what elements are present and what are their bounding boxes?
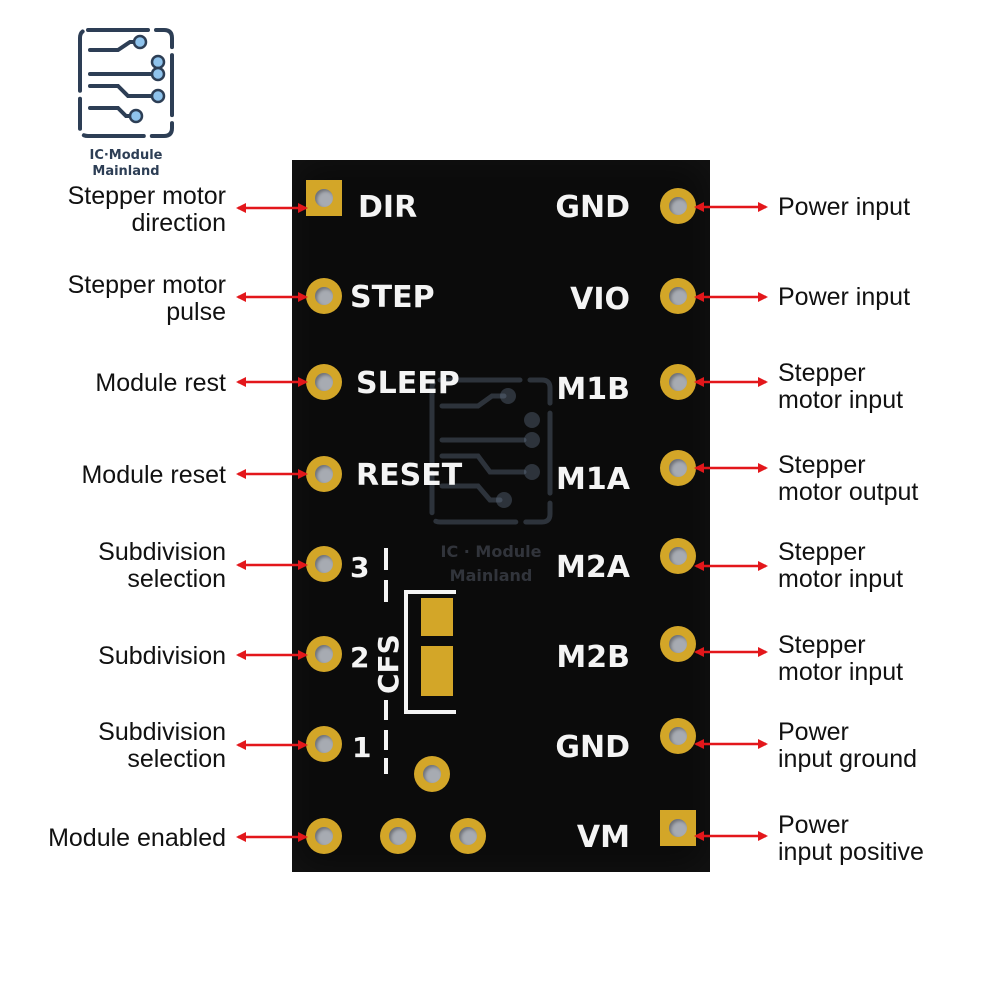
silk-m1b: M1B <box>556 372 630 407</box>
pad-extra-c <box>450 818 486 854</box>
pad-enable <box>306 818 342 854</box>
pad-reset <box>306 456 342 492</box>
watermark-text-1: IC · Module <box>440 542 542 561</box>
pad-cfs3 <box>306 546 342 582</box>
silk-gnd-2: GND <box>555 730 630 765</box>
pad-gnd-1 <box>660 188 696 224</box>
circuit-logo-icon <box>78 28 174 138</box>
silk-vm: VM <box>576 820 630 855</box>
pad-sleep <box>306 364 342 400</box>
logo-line-2: Mainland <box>92 164 160 179</box>
label-cfs3: Subdivision selection <box>98 538 226 593</box>
pad-m1b <box>660 364 696 400</box>
label-gnd-1: Power input <box>778 193 911 221</box>
silk-vio: VIO <box>570 282 630 317</box>
silk-step: STEP <box>350 280 435 315</box>
pcb-board <box>292 160 710 872</box>
cfs-dash <box>384 548 388 570</box>
pad-dir <box>306 180 342 216</box>
pad-step <box>306 278 342 314</box>
silk-sleep: SLEEP <box>356 366 460 401</box>
pad-m1a <box>660 450 696 486</box>
label-reset: Module reset <box>81 461 226 489</box>
label-step: Stepper motor pulse <box>67 271 226 326</box>
label-vm: Power input positive <box>778 811 924 866</box>
label-enable: Module enabled <box>48 824 226 852</box>
pad-extra-a <box>414 756 450 792</box>
silk-m1a: M1A <box>556 462 630 497</box>
cfs-dash <box>384 700 388 720</box>
cfs-dash <box>384 580 388 602</box>
jumper-bracket <box>404 590 456 714</box>
pad-vm <box>660 810 696 846</box>
silk-m2b: M2B <box>556 640 630 675</box>
pad-m2b <box>660 626 696 662</box>
silk-cfs3: 3 <box>350 551 370 584</box>
label-cfs2: Subdivision <box>98 642 226 670</box>
pad-vio <box>660 278 696 314</box>
silk-cfs2: 2 <box>350 641 370 674</box>
silk-dir: DIR <box>358 190 418 225</box>
cfs-dash <box>384 758 388 774</box>
label-gnd-2: Power input ground <box>778 718 918 773</box>
jumper-pad-top <box>421 598 453 636</box>
jumper-pad-bottom <box>421 646 453 696</box>
pad-cfs2 <box>306 636 342 672</box>
brand-logo: IC·Module Mainland <box>74 28 178 188</box>
silk-m2a: M2A <box>556 550 630 585</box>
watermark-text-2: Mainland <box>449 566 533 585</box>
label-m2a: Stepper motor input <box>778 538 904 593</box>
label-m1b: Stepper motor input <box>778 359 904 414</box>
pad-cfs1 <box>306 726 342 762</box>
watermark-circuit-icon <box>429 377 553 525</box>
logo-line-1: IC·Module <box>89 148 163 163</box>
silk-reset: RESET <box>356 458 463 493</box>
label-vio: Power input <box>778 283 911 311</box>
label-m2b: Stepper motor input <box>778 631 904 686</box>
pad-m2a <box>660 538 696 574</box>
label-m1a: Stepper motor output <box>778 451 919 506</box>
label-cfs1: Subdivision selection <box>98 718 226 773</box>
label-sleep: Module rest <box>95 369 226 397</box>
silk-gnd-1: GND <box>555 190 630 225</box>
cfs-dash <box>384 730 388 750</box>
label-dir: Stepper motor direction <box>67 182 226 237</box>
pad-gnd-2 <box>660 718 696 754</box>
silk-cfs1: 1 <box>352 731 372 764</box>
pad-extra-b <box>380 818 416 854</box>
